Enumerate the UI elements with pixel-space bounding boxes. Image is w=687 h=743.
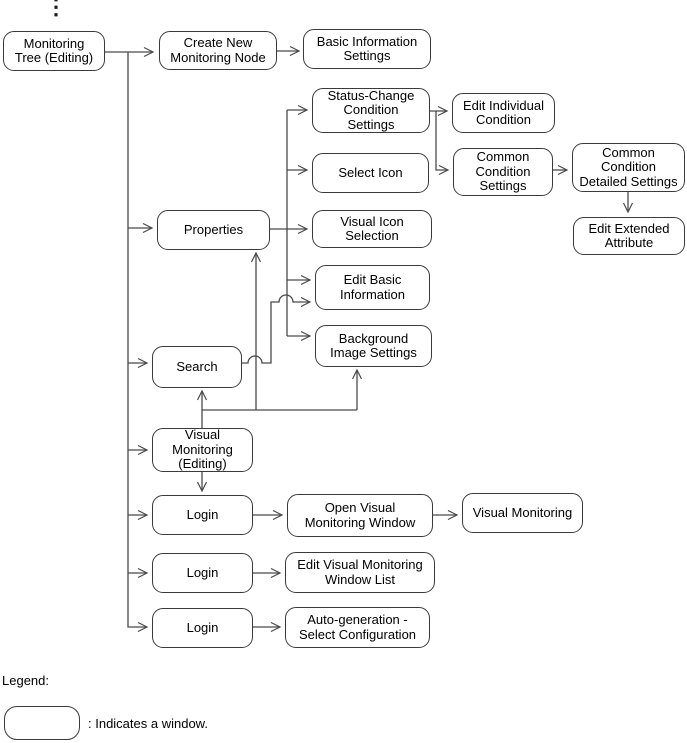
box-properties: Properties bbox=[157, 210, 270, 250]
box-login-3: Login bbox=[152, 608, 253, 648]
box-background-image-settings: Background Image Settings bbox=[315, 325, 432, 367]
box-edit-basic-information: Edit Basic Information bbox=[315, 265, 430, 310]
box-auto-generation-select-configuration: Auto-generation - Select Configuration bbox=[285, 607, 430, 648]
box-common-condition-detailed-settings: Common Condition Detailed Settings bbox=[572, 143, 685, 192]
box-edit-individual-condition: Edit Individual Condition bbox=[452, 93, 555, 133]
box-status-change-condition-settings: Status-Change Condition Settings bbox=[312, 88, 430, 133]
box-login-1: Login bbox=[152, 495, 253, 535]
legend-window-shape bbox=[4, 706, 80, 740]
box-visual-monitoring: Visual Monitoring bbox=[462, 493, 583, 533]
box-edit-extended-attribute: Edit Extended Attribute bbox=[573, 217, 685, 255]
vertical-ellipsis-icon: ⋮ bbox=[45, 0, 67, 19]
box-search: Search bbox=[152, 346, 242, 388]
box-visual-icon-selection: Visual Icon Selection bbox=[312, 210, 432, 248]
box-login-2: Login bbox=[152, 553, 253, 593]
box-select-icon: Select Icon bbox=[312, 153, 429, 193]
box-visual-monitoring-editing: Visual Monitoring (Editing) bbox=[152, 428, 253, 472]
box-create-new-monitoring-node: Create New Monitoring Node bbox=[159, 31, 277, 70]
legend-title: Legend: bbox=[2, 673, 49, 688]
box-common-condition-settings: Common Condition Settings bbox=[453, 148, 553, 196]
box-basic-information-settings: Basic Information Settings bbox=[303, 29, 431, 69]
box-edit-visual-monitoring-window-list: Edit Visual Monitoring Window List bbox=[285, 552, 435, 593]
box-open-visual-monitoring-window: Open Visual Monitoring Window bbox=[287, 494, 433, 537]
legend-note: : Indicates a window. bbox=[88, 716, 208, 731]
box-monitoring-tree-editing: Monitoring Tree (Editing) bbox=[3, 31, 105, 71]
